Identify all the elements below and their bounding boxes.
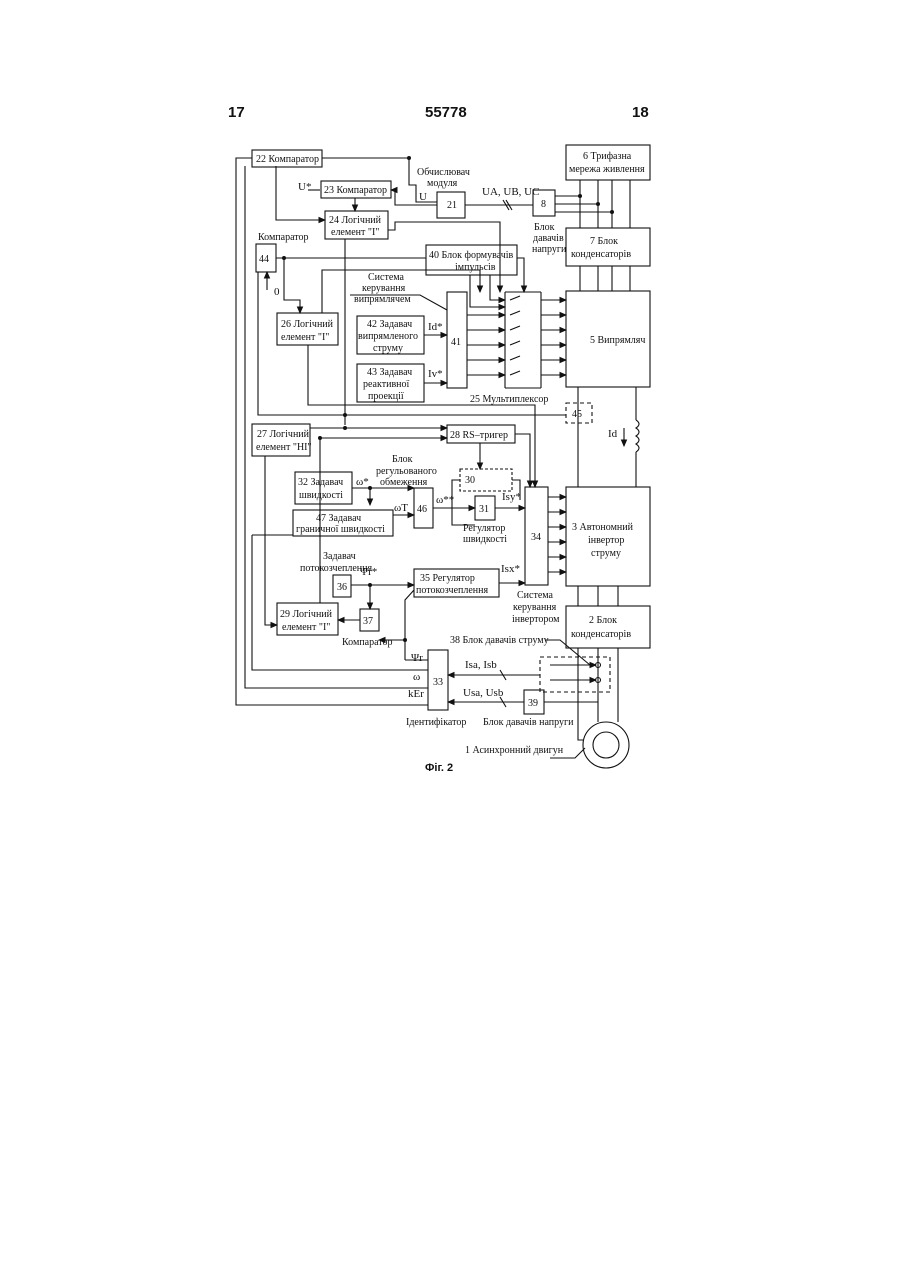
motor-rotor — [593, 732, 619, 758]
block-37-caption: Компаратор — [342, 637, 393, 648]
block-33-caption: Ідентифікатор — [406, 717, 466, 728]
rectifier-control-system-1: Система — [368, 272, 405, 283]
block-8-label: 8 — [541, 199, 546, 210]
block-23-label: 23 Компаратор — [324, 185, 387, 196]
block-8-caption-1: Блок — [534, 222, 555, 233]
signal-iv-star: Iv* — [428, 368, 443, 380]
block-3-label-3: струму — [591, 548, 621, 559]
block-6-label-1: 6 Трифазна — [583, 151, 632, 162]
signal-u-star: U* — [298, 181, 311, 193]
block-36-label: 36 — [337, 582, 347, 593]
block-1-label: 1 Асинхронний двигун — [465, 745, 564, 756]
block-8-caption-2: давачів — [533, 233, 564, 244]
block-38-label: 38 Блок давачів струму — [450, 635, 549, 646]
block-47-label-1: 47 Задавач — [316, 513, 361, 524]
signal-ker: kEr — [408, 688, 424, 700]
signal-psi-r-star: Ψr* — [360, 566, 377, 578]
block-33-label: 33 — [433, 677, 443, 688]
block-2-label-2: конденсаторів — [571, 629, 631, 640]
block-42-label-1: 42 Задавач — [367, 319, 412, 330]
limiter-caption-1: Блок — [392, 454, 413, 465]
inverter-control-system-3: інвертором — [512, 614, 560, 625]
block-3-label-2: інвертор — [588, 535, 624, 546]
block-29-label-2: елемент "І" — [282, 622, 330, 633]
block-39-caption: Блок давачів напруги — [483, 717, 574, 728]
block-27-label-1: 27 Логічний — [257, 429, 310, 440]
block-26-label-1: 26 Логічний — [281, 319, 334, 330]
block-28-label: 28 RS–тригер — [450, 430, 508, 441]
block-6-label-2: мережа живлення — [569, 164, 645, 175]
limiter-caption-3: обмеження — [380, 477, 428, 488]
inverter-control-system-2: керування — [513, 602, 557, 613]
block-5-label: 5 Випрямляч — [590, 335, 645, 346]
block-8-caption-3: напруги — [532, 244, 567, 255]
rectifier-control-system-2: керування — [362, 283, 406, 294]
block-3-label-1: 3 Автономний — [572, 522, 634, 533]
block-44-caption: Компаратор — [258, 232, 309, 243]
signal-omega: ω — [413, 671, 420, 683]
block-40-label-2: імпульсів — [455, 262, 496, 273]
block-43-label-3: проекції — [368, 391, 404, 402]
block-31-label: 31 — [479, 504, 489, 515]
block-39-label: 39 — [528, 698, 538, 709]
block-31-caption-2: швидкості — [463, 534, 507, 545]
signal-id: Id — [608, 428, 618, 440]
block-42-label-2: випрямленого — [358, 331, 418, 342]
block-43-label-2: реактивної — [363, 379, 410, 390]
block-21-caption-1: Обчислювач — [417, 167, 470, 178]
signal-zero: 0 — [274, 286, 280, 298]
block-27-label-2: елемент "НІ" — [256, 442, 312, 453]
block-46-label: 46 — [417, 504, 427, 515]
block-25-label: 25 Мультиплексор — [470, 394, 548, 405]
signal-omega-2star: ω** — [436, 494, 454, 506]
limiter-caption-2: регульованого — [376, 466, 437, 477]
block-37-label: 37 — [363, 616, 373, 627]
block-45-label: 45 — [572, 409, 582, 420]
rectifier-control-system-3: випрямлячем — [354, 294, 411, 305]
signal-omega-star: ω* — [356, 476, 369, 488]
block-1-async-motor — [583, 722, 629, 768]
block-31-caption-1: Регулятор — [463, 523, 505, 534]
signal-usa-usb: Usa, Usb — [463, 687, 504, 699]
block-34-label: 34 — [531, 532, 541, 543]
block-2-capacitor-block — [566, 606, 650, 648]
signal-isx-star: Isx* — [501, 563, 520, 575]
block-43-label-1: 43 Задавач — [367, 367, 412, 378]
block-42-label-3: струму — [373, 343, 403, 354]
block-38-current-sensors — [540, 657, 610, 692]
block-7-capacitor-block — [566, 228, 650, 266]
block-40-label-1: 40 Блок формувачів — [429, 250, 514, 261]
block-32-label-2: швидкості — [299, 490, 343, 501]
signal-u: U — [419, 191, 427, 203]
block-35-label-2: потокозчеплення — [416, 585, 489, 596]
signal-isa-isb: Isa, Isb — [465, 659, 497, 671]
signal-omega-t: ωT — [394, 502, 408, 514]
block-22-label: 22 Компаратор — [256, 154, 319, 165]
block-30-label: 30 — [465, 475, 475, 486]
block-32-label-1: 32 Задавач — [298, 477, 343, 488]
block-41-label: 41 — [451, 337, 461, 348]
signal-psi-r: Ψr — [411, 652, 423, 664]
block-24-label-1: 24 Логічний — [329, 215, 382, 226]
figure-caption: Фіг. 2 — [425, 762, 453, 774]
block-21-label: 21 — [447, 200, 457, 211]
inverter-control-system-1: Система — [517, 590, 554, 601]
signal-uabc: UA, UB, UC — [482, 186, 539, 198]
block-7-label-2: конденсаторів — [571, 249, 631, 260]
block-25-multiplexer — [505, 292, 541, 388]
block-47-label-2: граничної швидкості — [296, 524, 385, 535]
block-2-label-1: 2 Блок — [589, 615, 617, 626]
block-7-label-1: 7 Блок — [590, 236, 618, 247]
signal-isy-star: Isy* — [502, 491, 521, 503]
block-29-label-1: 29 Логічний — [280, 609, 333, 620]
block-35-label-1: 35 Регулятор — [420, 573, 475, 584]
block-24-label-2: елемент "І" — [331, 227, 379, 238]
block-44-label: 44 — [259, 254, 269, 265]
block-36-caption-1: Задавач — [323, 551, 356, 562]
block-21-caption-2: модуля — [427, 178, 458, 189]
block-26-label-2: елемент "І" — [281, 332, 329, 343]
signal-id-star: Id* — [428, 321, 443, 333]
